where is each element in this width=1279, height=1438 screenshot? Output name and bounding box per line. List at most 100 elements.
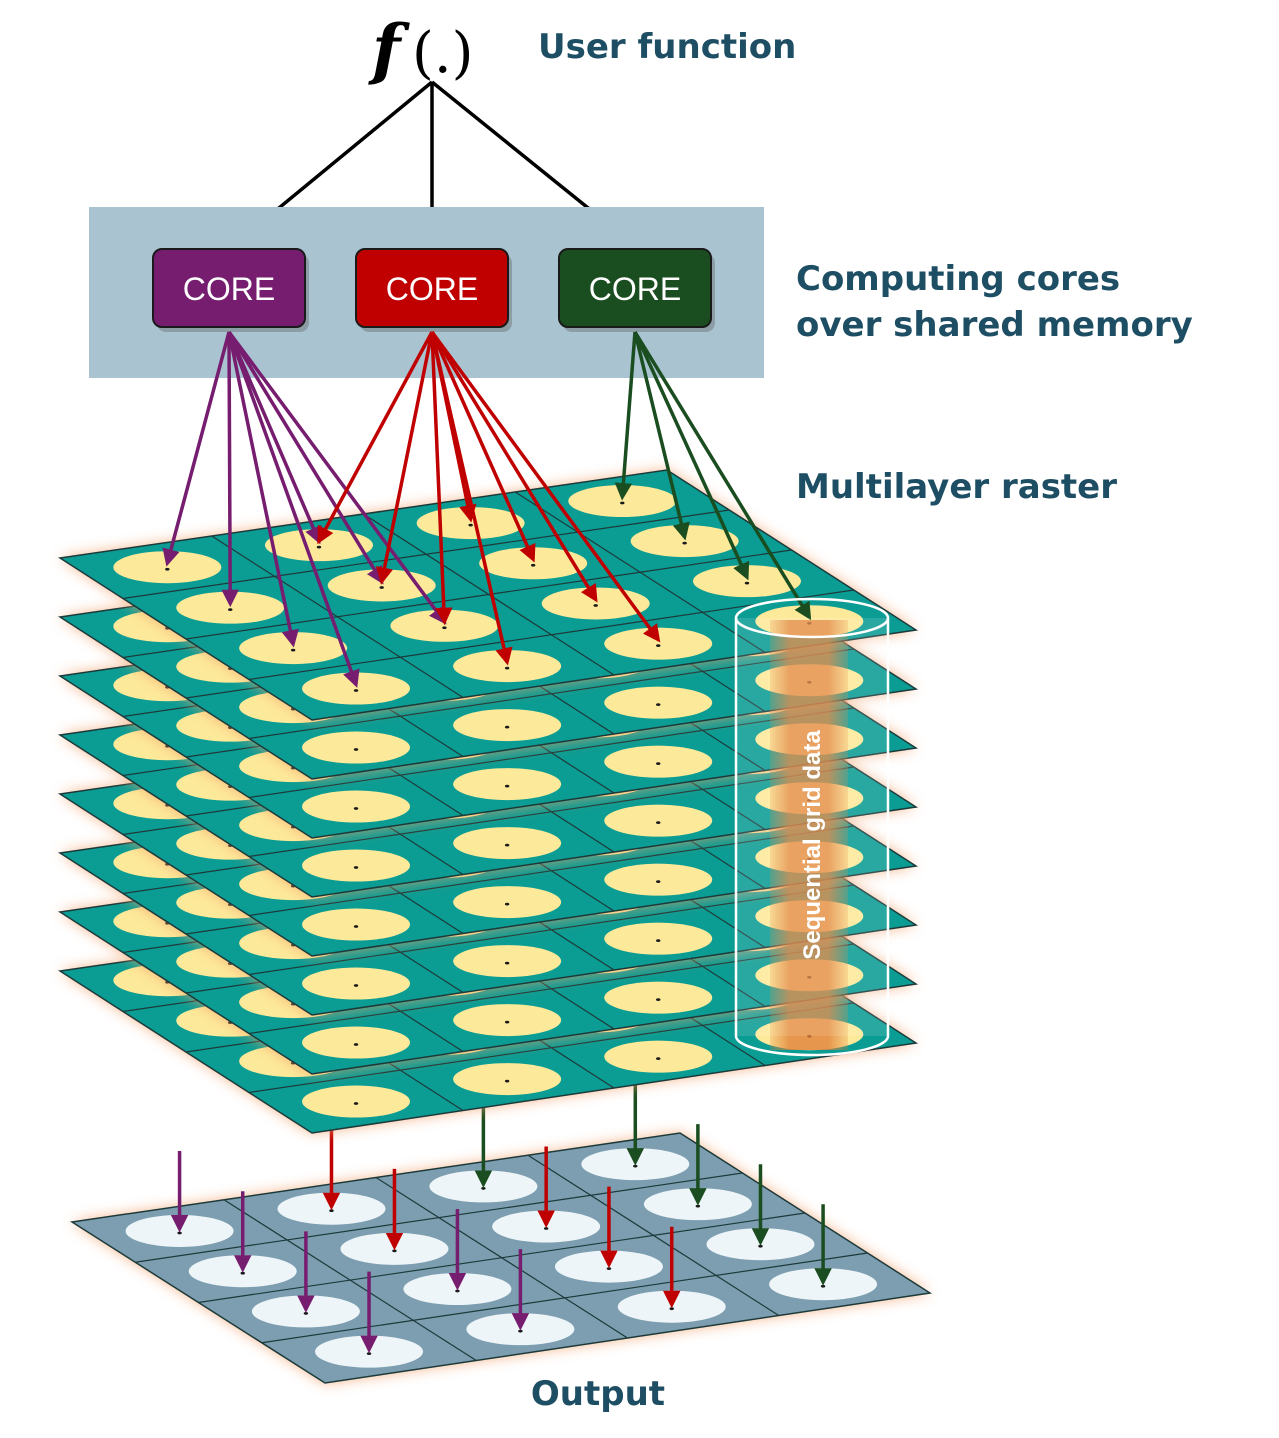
output-label: Output: [531, 1374, 665, 1414]
raster-layer-1-cell: [176, 591, 285, 624]
core-1-arrow: [227, 331, 299, 648]
sequential-grid-data-label: Sequential grid data: [799, 730, 826, 960]
raster-layer-1-cell-center: [165, 567, 170, 571]
output-grid-cell-center: [820, 1284, 826, 1288]
raster-layer-8-cell: [604, 1040, 713, 1073]
output-grid-cell-center: [481, 1187, 486, 1190]
output-grid-cell-center: [606, 1267, 612, 1271]
raster-layer-1-cell: [541, 587, 650, 620]
raster-layer-1-cell: [568, 485, 677, 518]
function-letter: f: [368, 10, 410, 88]
raster-layer-8-cell-center: [656, 1057, 661, 1061]
cylinder-body: [736, 618, 888, 1036]
raster-layer-3-cell: [453, 768, 562, 801]
core-2-arrow: [430, 331, 536, 563]
raster-layer-1-cell-center: [504, 666, 510, 670]
core-2-arrow: [430, 331, 453, 626]
core-to-raster-arrows: [162, 330, 812, 688]
output-grid-cell-center: [518, 1329, 523, 1333]
raster-layer-1-cell-center: [468, 523, 473, 527]
core-1-arrow: [227, 331, 322, 545]
core-3-arrow: [633, 331, 812, 621]
raster-layer-1-cell: [604, 627, 713, 660]
raster-layer-5-cell-center: [504, 902, 510, 906]
raster-layer-1-cell-center: [379, 586, 384, 589]
raster-layer-3-cell: [604, 745, 713, 778]
raster-layer-7-grid-line: [248, 943, 854, 1035]
raster-layer-1-cell-center: [316, 545, 322, 549]
raster-layer-2-cell-center: [656, 703, 661, 707]
output-grid: [69, 1132, 933, 1384]
raster-layer-1-cell-center: [593, 604, 598, 607]
raster-layer-8-cell: [302, 1085, 411, 1118]
core-1-arrow: [227, 330, 447, 625]
core-1-arrow: [227, 331, 384, 585]
output-grid-cell-center: [633, 1164, 638, 1168]
core-2-arrow: [430, 330, 661, 643]
raster-layer-3-cell-center: [504, 784, 510, 788]
output-grid-cell-center: [366, 1352, 372, 1356]
raster-layer-4-cell-center: [656, 821, 661, 825]
output-grid-cell-center: [303, 1312, 309, 1315]
raster-layer-1-cell: [113, 551, 222, 584]
raster-layer-1-cell-center: [530, 563, 536, 567]
raster-layer-1-cell: [479, 547, 588, 580]
core-2-label: CORE: [386, 271, 478, 307]
raster-layer-4-cell: [604, 804, 713, 837]
user-function-label: User function: [538, 27, 796, 67]
output-grid-grid-line: [527, 1154, 780, 1317]
raster-layer-8-grid-line: [248, 1002, 854, 1094]
output-grid-cell-center: [543, 1227, 549, 1230]
raster-layer-4-cell-center: [504, 843, 510, 847]
raster-layer-1: [57, 469, 919, 721]
output-grid-cell-center: [240, 1271, 245, 1275]
core-1-label: CORE: [183, 271, 275, 307]
raster-layer-1-grid-line: [514, 491, 766, 654]
cylinder-bottom: [734, 1035, 890, 1057]
core-2-arrow: [430, 331, 513, 666]
core-2-arrow: [430, 331, 598, 603]
computing-cores-label-line1: Computing cores: [796, 259, 1120, 299]
raster-layer-2-cell: [453, 709, 562, 742]
cylinder-core: [770, 620, 848, 1050]
raster-layer-1-cell-center: [228, 608, 233, 612]
raster-layer-7-cell-center: [504, 1020, 510, 1024]
raster-layer-8-cell: [453, 1063, 562, 1096]
raster-layer-1-grid-line: [185, 549, 792, 640]
core-3-label: CORE: [589, 271, 681, 307]
raster-layer-7-cell: [453, 1004, 562, 1037]
output-grid-cell-center: [177, 1231, 182, 1235]
raster-layer-1-cell: [390, 609, 499, 642]
raster-layer-1-cell: [453, 650, 562, 683]
raster-layer-5-cell: [453, 886, 562, 919]
raster-layer-5-cell: [604, 863, 713, 896]
raster-layer-1-cell-center: [353, 689, 359, 692]
raster-layer-8-cell-center: [504, 1079, 510, 1083]
raster-layer-2-cell: [302, 731, 411, 764]
raster-layer-6-cell: [302, 967, 411, 1000]
raster-layer-6-cell-center: [656, 939, 661, 943]
core-2-arrow: [375, 331, 434, 585]
raster-layer-6-cell-center: [353, 984, 359, 987]
cylinder-top: [734, 597, 890, 639]
raster-layer-1-cell-center: [620, 501, 625, 505]
core-3-arrow: [633, 331, 690, 541]
raster-layer-2-grid-line: [248, 648, 854, 740]
output-grid-cell-center: [455, 1289, 460, 1293]
raster-layer-1-cell-center: [682, 541, 687, 545]
core-2-arrow: [317, 331, 434, 545]
sequential-grid-cylinder: Sequential grid data: [734, 597, 890, 1057]
core-3-arrow: [614, 331, 637, 501]
raster-layer-7-cell: [302, 1026, 411, 1059]
raster-layer-8-cell-center: [353, 1102, 359, 1105]
raster-layer-4-cell: [453, 827, 562, 860]
raster-layer-5-cell: [302, 908, 411, 941]
raster-layer-6-grid-line: [248, 884, 854, 976]
multilayer-raster-label: Multilayer raster: [796, 467, 1117, 507]
raster-layer-2-cell: [604, 686, 713, 719]
raster-layer-5-cell-center: [353, 925, 359, 928]
core-3: CORE: [558, 248, 715, 332]
raster-layer-1-cell-center: [656, 644, 661, 648]
raster-layer-1-cell: [264, 529, 373, 562]
